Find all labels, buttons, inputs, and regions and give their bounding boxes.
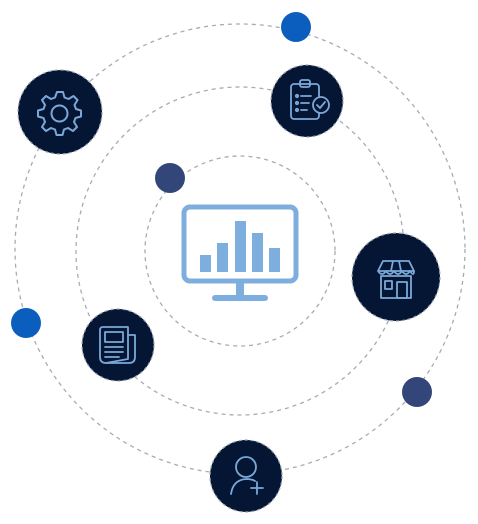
user-node[interactable] [209,439,283,513]
chart-bar [252,233,263,272]
chart-bar [235,221,246,272]
chart-bar [200,255,211,272]
monitor-bar-chart-icon [181,204,299,301]
orbit-dot [155,163,185,193]
orbit-inner [144,155,336,347]
user-add-icon [230,456,264,495]
chart-bar [269,248,280,272]
orbit-dot [281,12,311,42]
gear-icon [37,91,82,136]
newspaper-icon [99,326,136,364]
clipboard-check-icon [290,79,330,120]
storefront-icon [377,260,415,299]
orbit-dot [402,377,432,407]
settings-node[interactable] [17,69,103,155]
chart-bar [217,243,228,272]
orbit-dot [11,308,41,338]
news-node[interactable] [81,308,155,382]
tasks-node[interactable] [270,64,344,138]
store-node[interactable] [351,232,441,322]
